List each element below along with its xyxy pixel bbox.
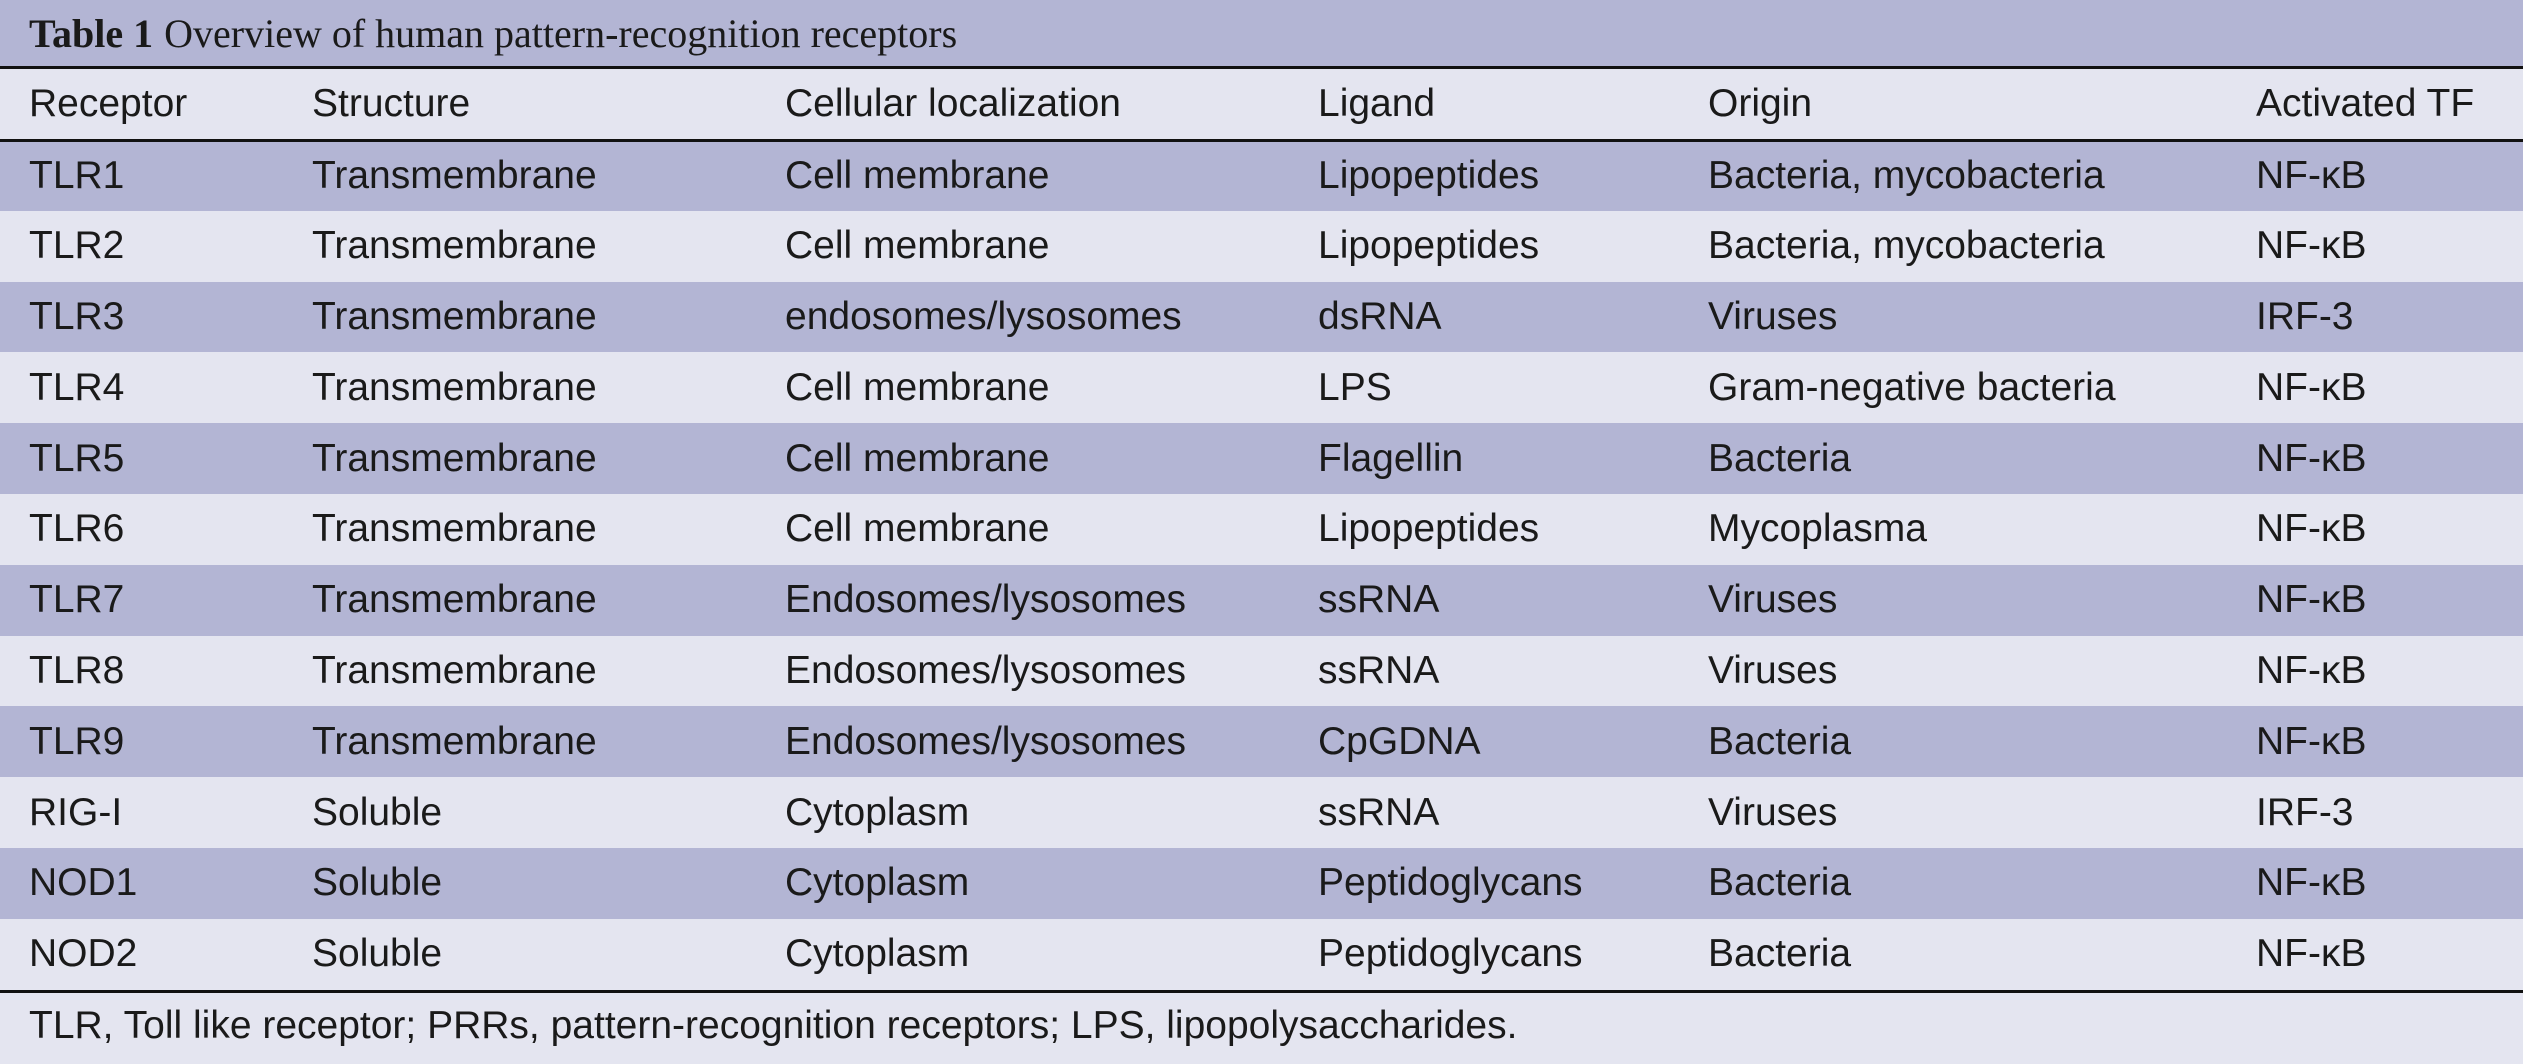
cell-activated-tf: NF-κB bbox=[2256, 507, 2367, 551]
cell-structure: Transmembrane bbox=[312, 436, 597, 480]
cell-receptor: TLR3 bbox=[29, 294, 125, 338]
table-row: NOD2 Soluble Cytoplasm Peptidoglycans Bacter… bbox=[0, 918, 2523, 990]
cell-ligand: Lipopeptides bbox=[1318, 224, 1540, 268]
cell-origin: Bacteria bbox=[1708, 861, 1852, 905]
cell-activated-tf: IRF-3 bbox=[2256, 790, 2354, 834]
table-row: TLR9 Transmembrane Endosomes/lysosomes CpGD… bbox=[0, 706, 2523, 778]
cell-activated-tf: NF-κB bbox=[2256, 648, 2367, 692]
cell-cellular-localization: endosomes/lysosomes bbox=[785, 294, 1182, 338]
cell-ligand: Peptidoglycans bbox=[1318, 861, 1583, 905]
header-activated-tf: Activated TF bbox=[2256, 69, 2523, 142]
cell-ligand: Flagellin bbox=[1318, 436, 1464, 480]
cell-origin: Bacteria bbox=[1708, 719, 1852, 763]
cell-cellular-localization: Cell membrane bbox=[785, 507, 1050, 551]
cell-structure: Transmembrane bbox=[312, 507, 597, 551]
cell-activated-tf: NF-κB bbox=[2256, 719, 2367, 763]
cell-cellular-localization: Endosomes/lysosomes bbox=[785, 648, 1187, 692]
cell-receptor: TLR8 bbox=[29, 648, 125, 692]
cell-ligand: ssRNA bbox=[1318, 790, 1440, 834]
table-row: TLR8 Transmembrane Endosomes/lysosomes ssRN… bbox=[0, 635, 2523, 707]
cell-origin: Viruses bbox=[1708, 790, 1838, 834]
cell-origin: Viruses bbox=[1708, 648, 1838, 692]
cell-receptor: TLR5 bbox=[29, 436, 125, 480]
cell-structure: Transmembrane bbox=[312, 224, 597, 268]
cell-structure: Soluble bbox=[312, 932, 443, 976]
table-row: TLR3 Transmembrane endosomes/lysosomes dsRN… bbox=[0, 281, 2523, 353]
cell-receptor: TLR7 bbox=[29, 578, 125, 622]
cell-receptor: TLR4 bbox=[29, 365, 125, 409]
cell-structure: Soluble bbox=[312, 790, 443, 834]
cell-cellular-localization: Cell membrane bbox=[785, 154, 1050, 198]
table-caption-label: Table 1 bbox=[29, 10, 154, 56]
cell-structure: Transmembrane bbox=[312, 719, 597, 763]
table-header-row: Receptor Structure Cellular localization… bbox=[0, 69, 2523, 142]
cell-origin: Bacteria, mycobacteria bbox=[1708, 224, 2105, 268]
table-row: NOD1 Soluble Cytoplasm Peptidoglycans Bacter… bbox=[0, 847, 2523, 919]
cell-ligand: ssRNA bbox=[1318, 648, 1440, 692]
cell-ligand: CpGDNA bbox=[1318, 719, 1481, 763]
table-row: TLR7 Transmembrane Endosomes/lysosomes ssRN… bbox=[0, 564, 2523, 636]
receptor-table: Receptor Structure Cellular localization… bbox=[0, 69, 2523, 990]
cell-receptor: TLR2 bbox=[29, 224, 125, 268]
cell-ligand: ssRNA bbox=[1318, 578, 1440, 622]
cell-ligand: Lipopeptides bbox=[1318, 507, 1540, 551]
cell-ligand: dsRNA bbox=[1318, 294, 1442, 338]
table-caption: Table 1 Overview of human pattern-recogn… bbox=[0, 0, 2523, 69]
cell-receptor: RIG-I bbox=[29, 790, 123, 834]
cell-structure: Transmembrane bbox=[312, 365, 597, 409]
cell-cellular-localization: Endosomes/lysosomes bbox=[785, 719, 1187, 763]
cell-cellular-localization: Cell membrane bbox=[785, 436, 1050, 480]
table-row: TLR2 Transmembrane Cell membrane Lipopeptid… bbox=[0, 210, 2523, 282]
header-receptor: Receptor bbox=[0, 69, 312, 142]
header-cellular-localization: Cellular localization bbox=[785, 69, 1318, 142]
cell-ligand: Lipopeptides bbox=[1318, 154, 1540, 198]
cell-ligand: LPS bbox=[1318, 365, 1392, 409]
table-row: TLR5 Transmembrane Cell membrane Flagellin B… bbox=[0, 423, 2523, 494]
cell-activated-tf: IRF-3 bbox=[2256, 294, 2354, 338]
cell-structure: Soluble bbox=[312, 861, 443, 905]
cell-origin: Viruses bbox=[1708, 578, 1838, 622]
cell-structure: Transmembrane bbox=[312, 648, 597, 692]
cell-activated-tf: NF-κB bbox=[2256, 365, 2367, 409]
cell-activated-tf: NF-κB bbox=[2256, 436, 2367, 480]
cell-receptor: TLR9 bbox=[29, 719, 125, 763]
cell-activated-tf: NF-κB bbox=[2256, 861, 2367, 905]
cell-receptor: TLR1 bbox=[29, 154, 125, 198]
cell-receptor: TLR6 bbox=[29, 507, 125, 551]
cell-cellular-localization: Cytoplasm bbox=[785, 790, 970, 834]
header-ligand: Ligand bbox=[1318, 69, 1708, 142]
cell-receptor: NOD2 bbox=[29, 932, 138, 976]
cell-cellular-localization: Cell membrane bbox=[785, 224, 1050, 268]
cell-cellular-localization: Cytoplasm bbox=[785, 861, 970, 905]
cell-activated-tf: NF-κB bbox=[2256, 578, 2367, 622]
table-caption-title: Overview of human pattern-recognition re… bbox=[164, 10, 958, 56]
cell-cellular-localization: Cytoplasm bbox=[785, 932, 970, 976]
cell-structure: Transmembrane bbox=[312, 578, 597, 622]
header-origin: Origin bbox=[1708, 69, 2256, 142]
cell-activated-tf: NF-κB bbox=[2256, 154, 2367, 198]
cell-origin: Bacteria bbox=[1708, 436, 1852, 480]
cell-origin: Bacteria, mycobacteria bbox=[1708, 154, 2105, 198]
cell-cellular-localization: Endosomes/lysosomes bbox=[785, 578, 1187, 622]
cell-ligand: Peptidoglycans bbox=[1318, 932, 1583, 976]
cell-origin: Mycoplasma bbox=[1708, 507, 1927, 551]
cell-activated-tf: NF-κB bbox=[2256, 932, 2367, 976]
table-row: RIG-I Soluble Cytoplasm ssRNA Viruses IRF-3 bbox=[0, 777, 2523, 848]
table-row: TLR6 Transmembrane Cell membrane Lipopeptid… bbox=[0, 493, 2523, 565]
table-row: TLR1 Transmembrane Cell membrane Lipopeptid… bbox=[0, 140, 2523, 211]
cell-origin: Bacteria bbox=[1708, 932, 1852, 976]
cell-structure: Transmembrane bbox=[312, 294, 597, 338]
header-structure: Structure bbox=[312, 69, 785, 142]
table-row: TLR4 Transmembrane Cell membrane LPS Gram-ne… bbox=[0, 352, 2523, 424]
cell-receptor: NOD1 bbox=[29, 861, 138, 905]
cell-origin: Gram-negative bacteria bbox=[1708, 365, 2116, 409]
cell-origin: Viruses bbox=[1708, 294, 1838, 338]
cell-activated-tf: NF-κB bbox=[2256, 224, 2367, 268]
table-footnote: TLR, Toll like receptor; PRRs, pattern-r… bbox=[0, 989, 2523, 1060]
cell-structure: Transmembrane bbox=[312, 154, 597, 198]
cell-cellular-localization: Cell membrane bbox=[785, 365, 1050, 409]
